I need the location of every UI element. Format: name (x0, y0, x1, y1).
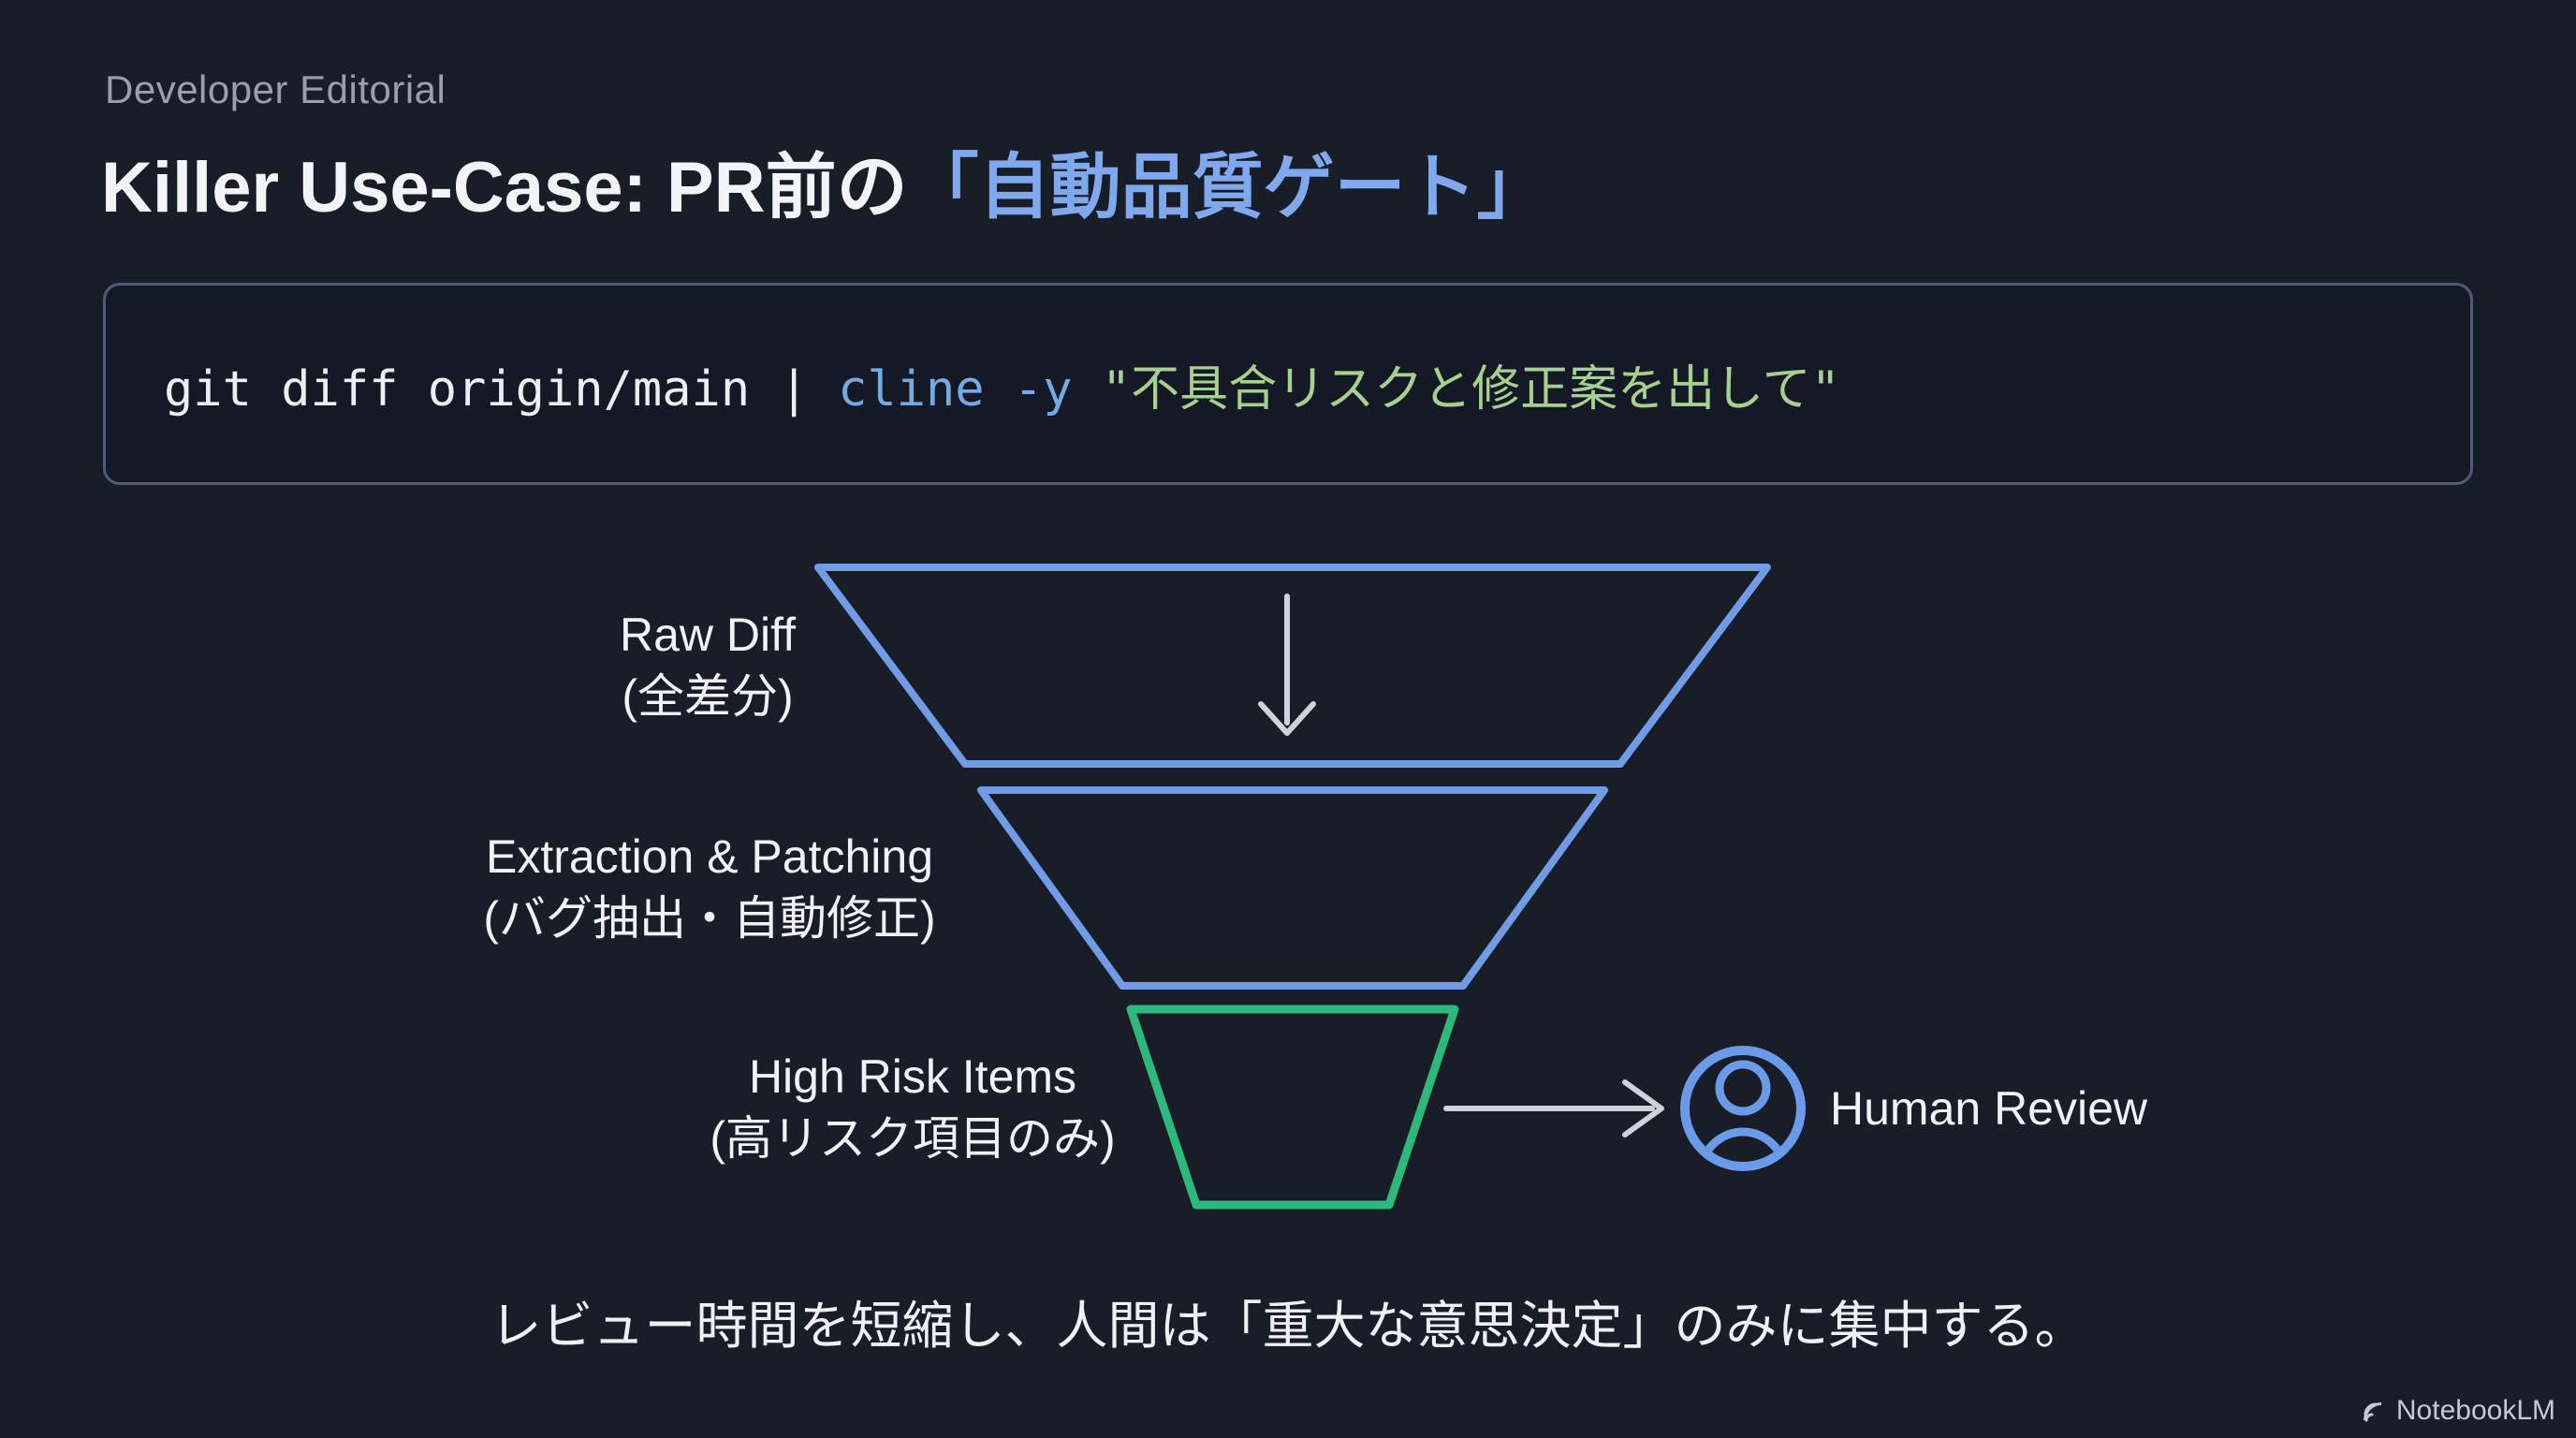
command-text: git diff origin/main | cline -y "不具合リスクと… (164, 349, 1840, 419)
stage-2-label-en: Extraction & Patching (485, 830, 934, 883)
brand-name: NotebookLM (2395, 1395, 2555, 1426)
down-arrow-icon (1258, 594, 1316, 736)
person-circle-icon (1680, 1046, 1806, 1171)
stage-2-label-ja: (バグ抽出・自動修正) (483, 892, 936, 945)
command-box: git diff origin/main | cline -y "不具合リスクと… (103, 283, 2473, 485)
funnel-stage-1-shape (814, 564, 1771, 768)
page-title-accent: 「自動品質ゲート」 (907, 148, 1548, 227)
eyebrow-label: Developer Editorial (105, 67, 446, 111)
summary-text: レビュー時間を短縮し、人間は「重大な意思決定」のみに集中する。 (490, 1297, 2086, 1355)
stage-1-label: Raw Diff (全差分) (620, 604, 796, 727)
funnel-stage-2-shape (977, 786, 1608, 990)
stage-3-label-ja: (高リスク項目のみ) (710, 1112, 1116, 1165)
command-prefix: git diff origin/main | (164, 360, 839, 418)
human-review-label: Human Review (1830, 1082, 2148, 1135)
command-argument: "不具合リスクと修正案を出して" (1072, 360, 1840, 418)
stage-1-label-en: Raw Diff (619, 609, 797, 661)
page-title-main: Killer Use-Case: PR前の (101, 148, 908, 227)
funnel-stage-3-shape (1126, 1005, 1459, 1210)
right-arrow-icon (1443, 1079, 1664, 1137)
page-title: Killer Use-Case: PR前の「自動品質ゲート」 (101, 129, 1548, 232)
command-tool: cline -y (838, 360, 1073, 418)
stage-3-label-en: High Risk Items (748, 1050, 1077, 1103)
stage-3-label: High Risk Items (高リスク項目のみ) (710, 1046, 1115, 1169)
stage-2-label: Extraction & Patching (バグ抽出・自動修正) (483, 826, 935, 949)
notebooklm-logo-icon (2363, 1402, 2381, 1422)
brand-footer: NotebookLM (2357, 1395, 2555, 1427)
stage-1-label-ja: (全差分) (622, 670, 794, 723)
